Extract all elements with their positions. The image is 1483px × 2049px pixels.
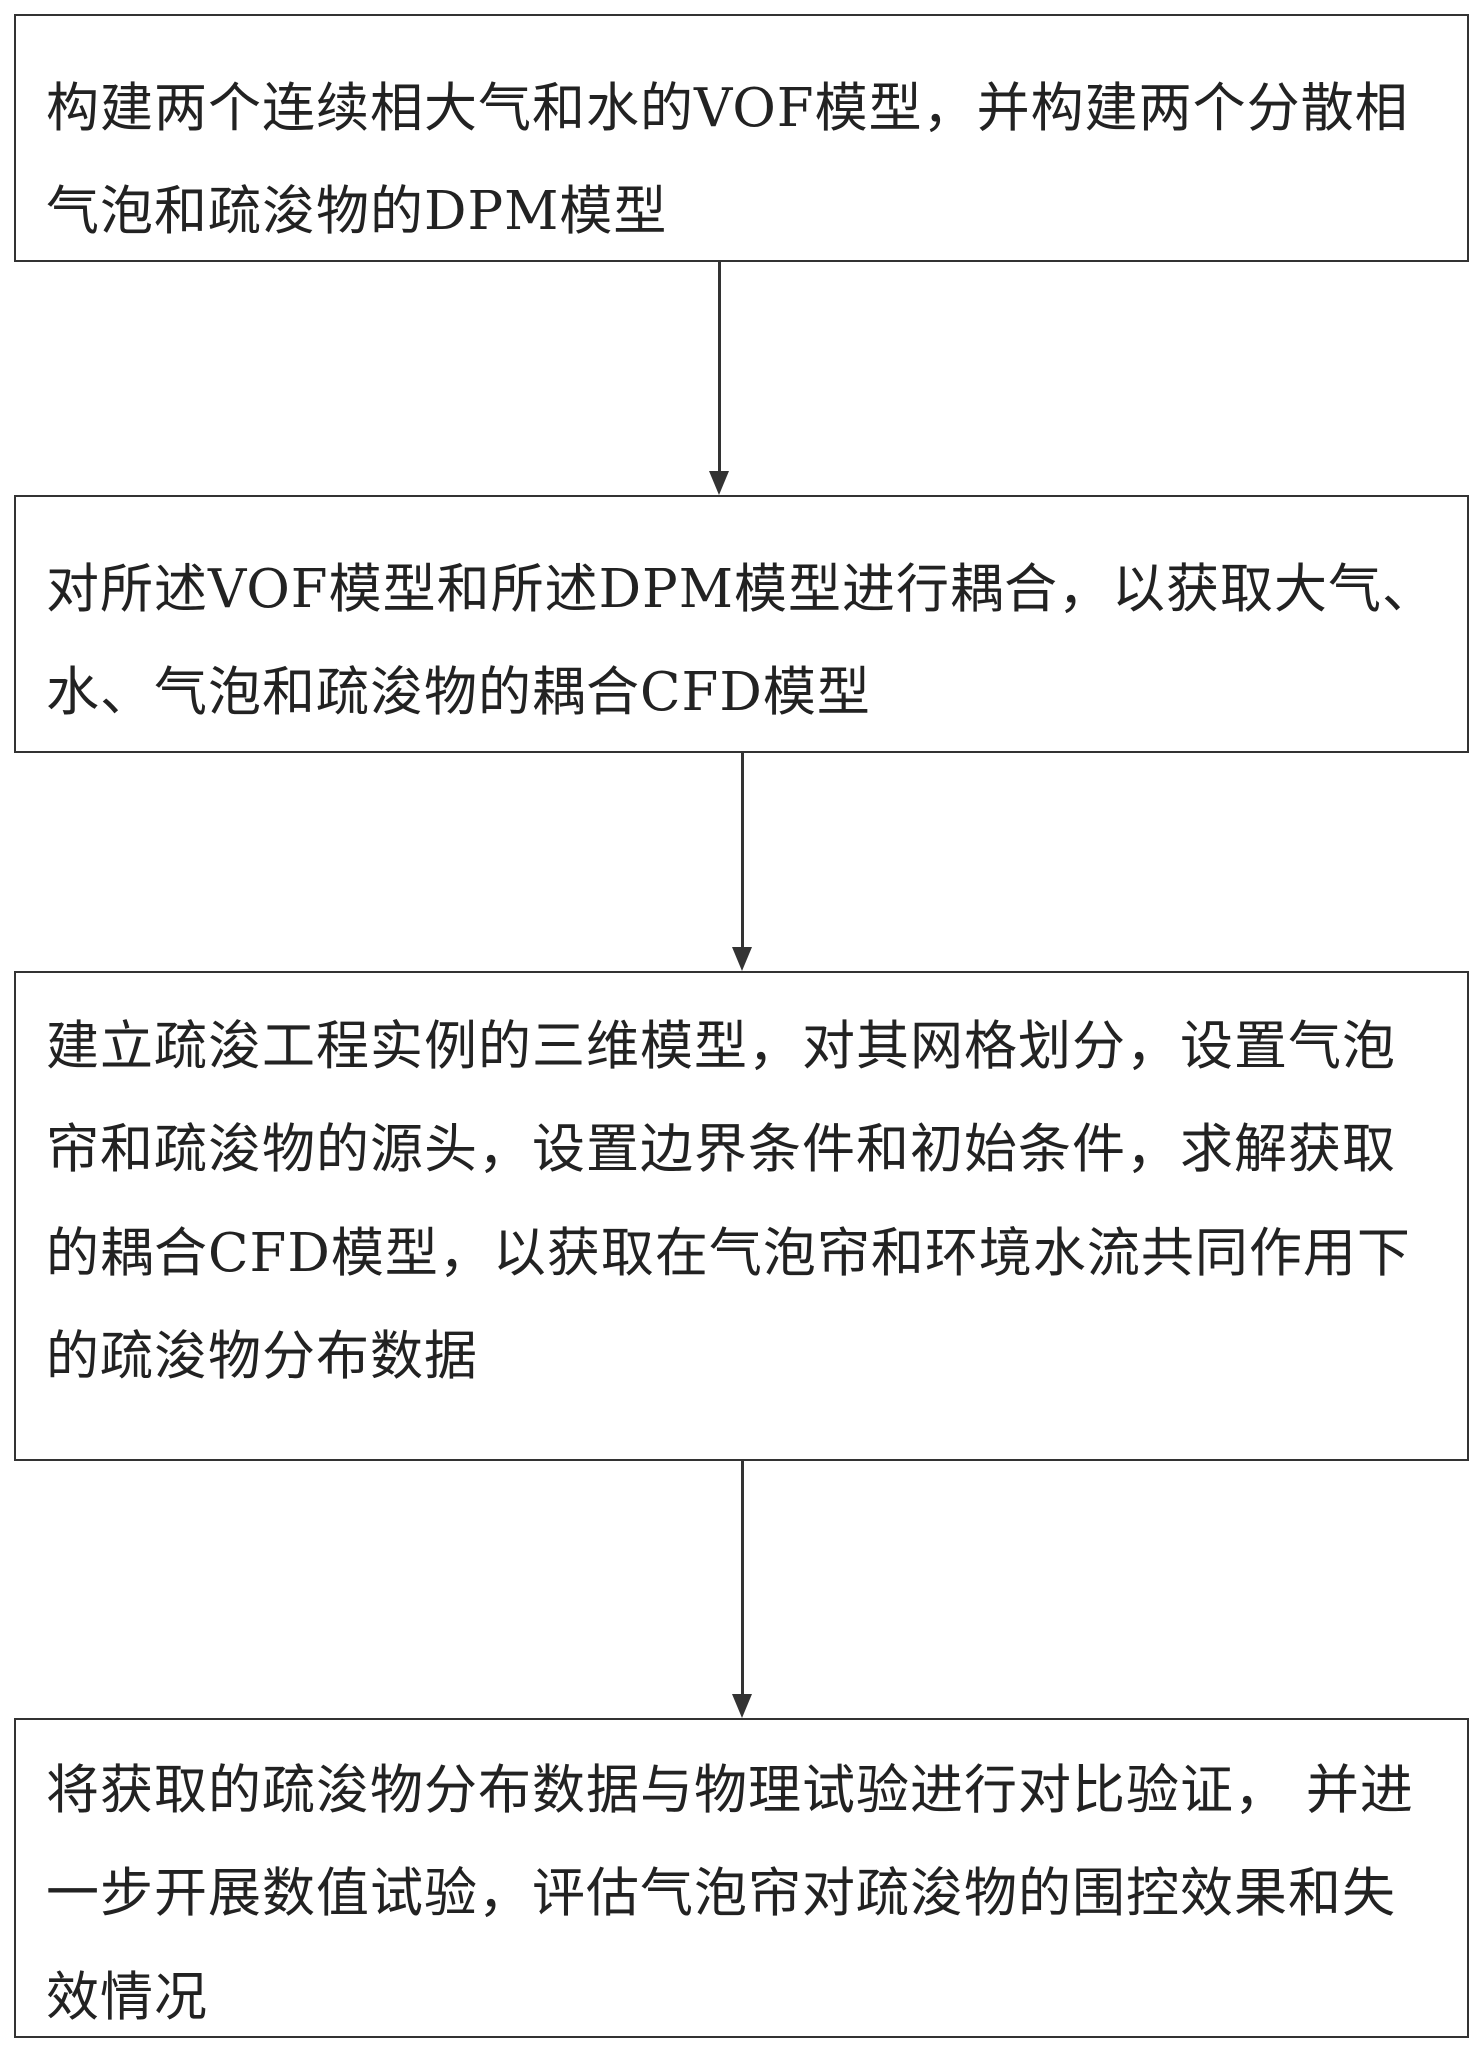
- flow-step-1: 构建两个连续相大气和水的VOF模型，并构建两个分散相气泡和疏浚物的DPM模型: [14, 14, 1469, 262]
- flow-arrow-1-shaft: [718, 262, 721, 474]
- arrow-down-icon: [732, 947, 752, 971]
- flow-arrow-2: [732, 753, 752, 971]
- flow-step-4: 将获取的疏浚物分布数据与物理试验进行对比验证， 并进一步开展数值试验，评估气泡帘…: [14, 1718, 1469, 2038]
- flow-step-2-text: 对所述VOF模型和所述DPM模型进行耦合，以获取大气、水、气泡和疏浚物的耦合CF…: [46, 559, 1436, 724]
- flow-arrow-1: [709, 262, 729, 495]
- arrow-down-icon: [732, 1694, 752, 1718]
- flow-step-4-text: 将获取的疏浚物分布数据与物理试验进行对比验证， 并进一步开展数值试验，评估气泡帘…: [46, 1760, 1414, 2028]
- flow-step-3-text: 建立疏浚工程实例的三维模型，对其网格划分，设置气泡帘和疏浚物的源头，设置边界条件…: [46, 1016, 1411, 1388]
- flow-step-3: 建立疏浚工程实例的三维模型，对其网格划分，设置气泡帘和疏浚物的源头，设置边界条件…: [14, 971, 1469, 1461]
- flow-arrow-2-shaft: [741, 753, 744, 950]
- arrow-down-icon: [709, 471, 729, 495]
- flow-arrow-3: [732, 1461, 752, 1718]
- flow-arrow-3-shaft: [741, 1461, 744, 1697]
- flow-step-2: 对所述VOF模型和所述DPM模型进行耦合，以获取大气、水、气泡和疏浚物的耦合CF…: [14, 495, 1469, 753]
- flow-step-1-text: 构建两个连续相大气和水的VOF模型，并构建两个分散相气泡和疏浚物的DPM模型: [46, 78, 1409, 243]
